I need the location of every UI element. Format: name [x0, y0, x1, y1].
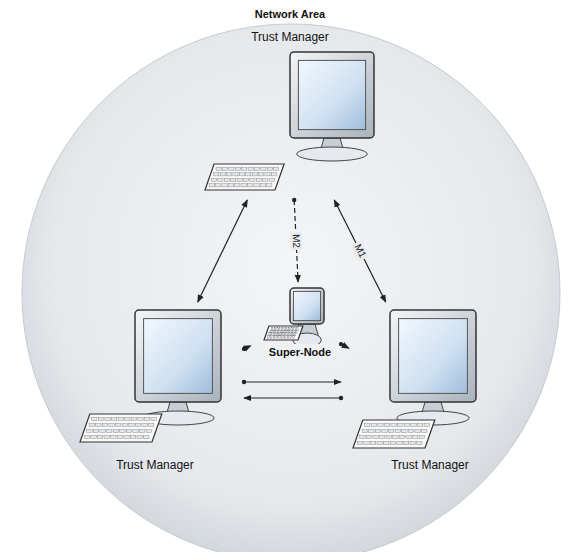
computer-icon	[345, 306, 515, 456]
computer-node: Trust Manager	[195, 28, 385, 196]
connector-dot	[242, 380, 246, 384]
computer-icon	[70, 306, 240, 456]
connector-dot	[242, 347, 246, 351]
node-label: Trust Manager	[116, 458, 194, 472]
computer-icon	[260, 286, 340, 344]
connector	[334, 200, 385, 302]
node-label: Trust Manager	[251, 30, 329, 44]
connector-dot	[292, 198, 296, 202]
node-label: Trust Manager	[391, 458, 469, 472]
connector	[244, 397, 341, 398]
node-label: Super-Node	[269, 346, 331, 358]
computer-node: Super-Node	[255, 286, 345, 360]
connector-dot	[339, 396, 343, 400]
connector-dot	[339, 342, 343, 346]
computer-icon	[195, 46, 385, 196]
message-label: M2	[290, 232, 303, 250]
area-title: Network Area	[255, 8, 326, 20]
computer-node: Trust Manager	[70, 306, 240, 474]
connector	[198, 200, 248, 302]
computer-node: Trust Manager	[345, 306, 515, 474]
connector	[244, 381, 341, 382]
